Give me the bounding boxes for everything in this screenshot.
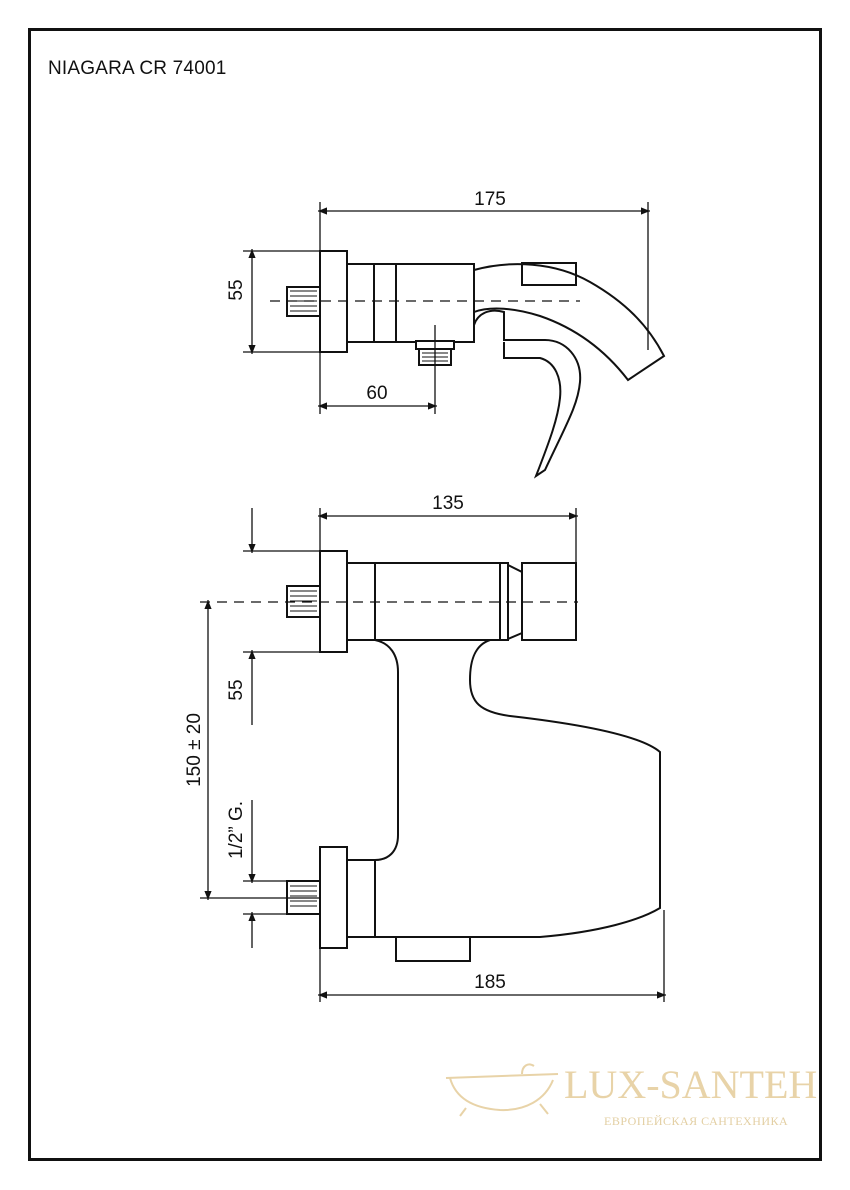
dim-185: 185 (474, 972, 506, 993)
top-lever (473, 309, 582, 479)
top-spout (473, 263, 666, 382)
top-dimensions (243, 202, 650, 414)
dim-thread: 1/2” G. (226, 801, 247, 859)
dim-60: 60 (366, 383, 387, 404)
front-dimensions (200, 508, 666, 1002)
dim-150-20: 150 ± 20 (184, 713, 205, 787)
front-lower-flange (319, 846, 348, 949)
watermark-tagline: ЕВРОПЕЙСКАЯ САНТЕХНИКА (604, 1114, 788, 1128)
drawing-title: NIAGARA CR 74001 (48, 58, 227, 79)
dim-135: 135 (432, 493, 464, 514)
top-body (346, 263, 475, 343)
watermark: LUX-SANTEH ЕВРОПЕЙСКАЯ САНТЕХНИКА (445, 1062, 817, 1128)
front-lower-connector (346, 859, 376, 938)
dim-55-front: 55 (226, 679, 247, 700)
drawing-frame (28, 28, 822, 1161)
dim-55-top: 55 (226, 279, 247, 300)
front-bottom-outlet (395, 936, 471, 962)
top-handle-base (521, 262, 577, 286)
top-centerlines (270, 300, 580, 372)
front-view (286, 550, 661, 962)
top-view (286, 250, 666, 479)
watermark-brand: LUX-SANTEH (564, 1062, 817, 1107)
front-main-body (374, 639, 661, 938)
bathtub-logo-icon (445, 1063, 559, 1117)
dim-175: 175 (474, 189, 506, 210)
